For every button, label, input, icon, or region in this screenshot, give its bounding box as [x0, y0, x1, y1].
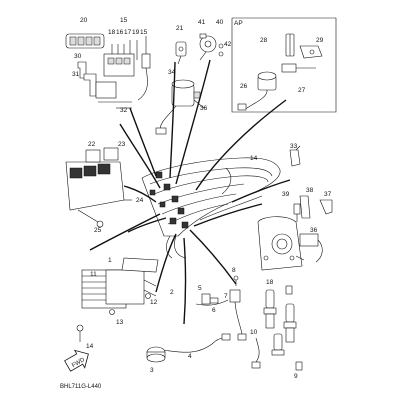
- sensor-group-top: [199, 33, 224, 61]
- callout-20: 19: [132, 29, 140, 36]
- rectifier-group: [76, 257, 159, 342]
- callout-43: 42: [224, 41, 232, 48]
- callout-34: 33: [290, 143, 298, 150]
- callout-37: 36: [310, 227, 318, 234]
- main-wire-harness: [141, 157, 281, 259]
- callout-21: 20: [80, 17, 88, 24]
- callout-22: 21: [176, 25, 184, 32]
- callout-41: 40: [216, 19, 224, 26]
- ap-box-label: AP: [234, 20, 243, 27]
- relay-cluster: [65, 33, 151, 109]
- callout-6: 6: [212, 307, 216, 314]
- callout-16: 15: [140, 29, 148, 36]
- callout-23: 22: [88, 141, 96, 148]
- callout-27: 26: [240, 83, 248, 90]
- callout-13: 13: [116, 319, 124, 326]
- callout-11: 11: [90, 271, 97, 278]
- callout-10: 10: [250, 329, 258, 336]
- callout-24: 23: [118, 141, 126, 148]
- ecu-plate: [257, 216, 323, 271]
- callout-29: 28: [260, 37, 268, 44]
- callout-25: 24: [136, 197, 144, 204]
- callout-32: 31: [72, 71, 80, 78]
- callout-42: 41: [198, 19, 206, 26]
- callout-26: 25: [94, 227, 102, 234]
- callout-39: 38: [306, 187, 314, 194]
- right-brackets: [289, 145, 333, 222]
- callout-40: 39: [282, 191, 290, 198]
- callout-19: 18: [108, 29, 116, 36]
- callout-7: 7: [224, 293, 228, 300]
- callout-15-mid: 14: [250, 155, 258, 162]
- callout-15-top: 15: [120, 17, 128, 24]
- callout-12: 12: [150, 299, 158, 306]
- svg-text:36: 36: [200, 105, 208, 112]
- top-center-parts: 36: [155, 41, 208, 135]
- callout-9: 9: [294, 373, 298, 380]
- ignition-coils: [251, 285, 303, 371]
- callout-2: 2: [170, 289, 174, 296]
- callout-28: 27: [298, 87, 306, 94]
- callout-35: 34: [168, 69, 176, 76]
- leader-lines: [89, 59, 291, 325]
- callout-31: 30: [74, 53, 82, 60]
- callout-19b: 18: [266, 279, 274, 286]
- callout-30: 29: [316, 37, 324, 44]
- callout-8: 8: [232, 267, 236, 274]
- relay-bracket-group: [65, 147, 132, 228]
- ap-inset-box: AP: [231, 17, 337, 113]
- callout-3: 3: [150, 367, 154, 374]
- figure-code: BHL711G-L440: [60, 384, 102, 390]
- sensor-group-bottom: [146, 275, 247, 363]
- callout-1: 1: [108, 257, 112, 264]
- callout-33: 32: [120, 107, 128, 114]
- callout-38: 37: [324, 191, 332, 198]
- callout-17: 16: [116, 29, 124, 36]
- callout-18: 17: [124, 29, 132, 36]
- callout-14: 14: [86, 343, 94, 350]
- callout-4: 4: [188, 353, 192, 360]
- callout-5: 5: [198, 285, 202, 292]
- callout-labels: 20 15 18 16 17 19 15 30 31 32 21 34 41 4…: [72, 17, 332, 380]
